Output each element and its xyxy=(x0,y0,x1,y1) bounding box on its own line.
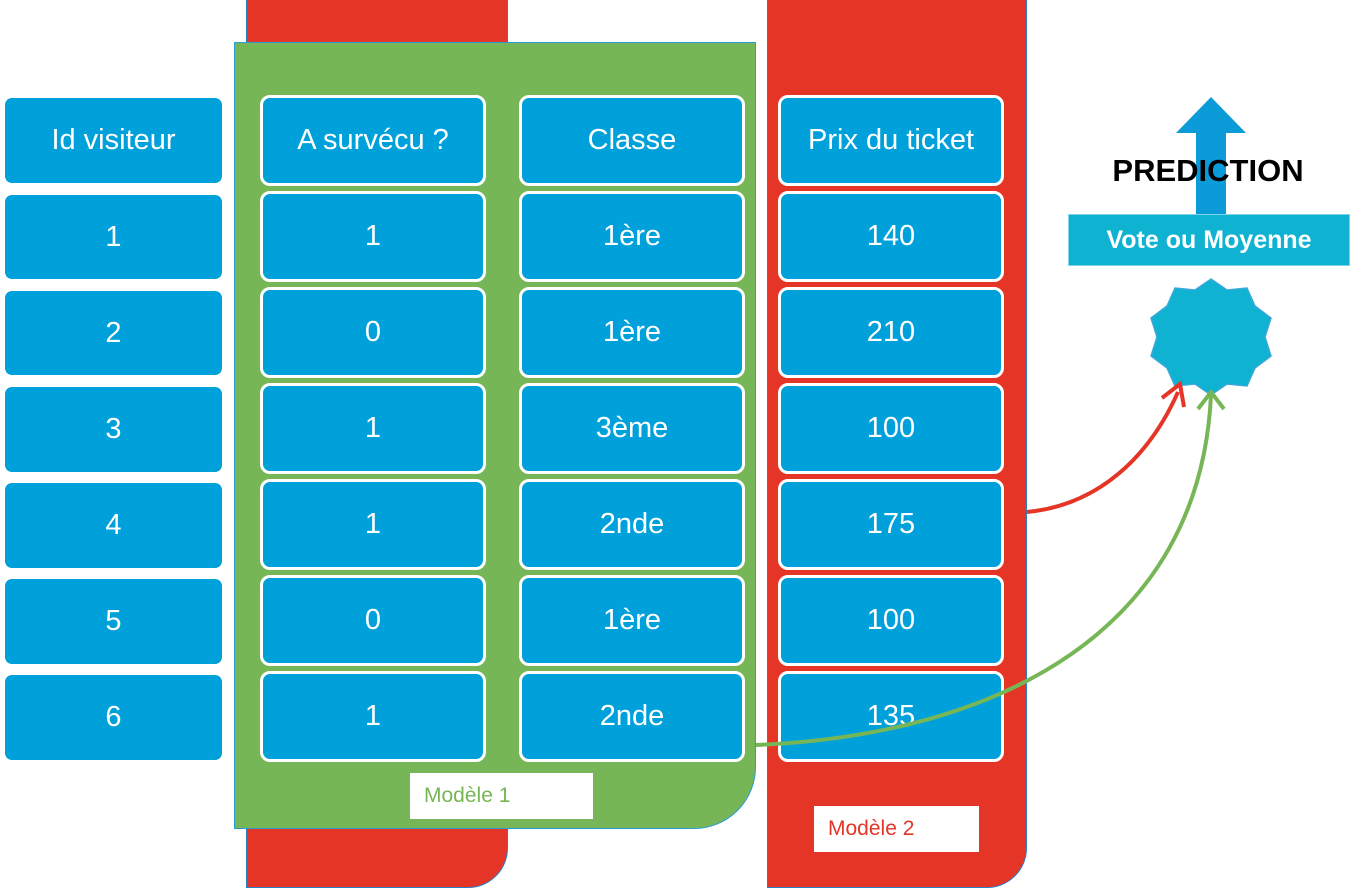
id-cell: 4 xyxy=(5,483,222,568)
model1-label: Modèle 1 xyxy=(410,773,593,819)
id-header: Id visiteur xyxy=(5,98,222,183)
price-cell: 140 xyxy=(778,191,1004,282)
price-header: Prix du ticket xyxy=(778,95,1004,186)
survived-cell: 1 xyxy=(260,383,486,474)
survived-cell: 0 xyxy=(260,575,486,666)
survived-cell: 1 xyxy=(260,479,486,570)
model2-label: Modèle 2 xyxy=(814,806,979,852)
class-cell: 3ème xyxy=(519,383,745,474)
id-cell: 6 xyxy=(5,675,222,760)
model2-arrow xyxy=(1026,391,1180,514)
price-cell: 100 xyxy=(778,575,1004,666)
model1-arrowhead xyxy=(1196,388,1226,411)
survived-cell: 1 xyxy=(260,671,486,762)
price-cell: 100 xyxy=(778,383,1004,474)
survived-cell: 1 xyxy=(260,191,486,282)
id-cell: 3 xyxy=(5,387,222,472)
id-cell: 5 xyxy=(5,579,222,664)
price-cell: 135 xyxy=(778,671,1004,762)
class-cell: 1ère xyxy=(519,287,745,378)
class-cell: 2nde xyxy=(519,671,745,762)
prediction-label: PREDICTION xyxy=(1112,153,1304,188)
class-header: Classe xyxy=(519,95,745,186)
class-cell: 1ère xyxy=(519,191,745,282)
price-cell: 175 xyxy=(778,479,1004,570)
id-cell: 1 xyxy=(5,195,222,279)
class-cell: 1ère xyxy=(519,575,745,666)
survived-header: A survécu ? xyxy=(260,95,486,186)
id-cell: 2 xyxy=(5,291,222,375)
model1-arrow xyxy=(755,394,1213,747)
price-cell: 210 xyxy=(778,287,1004,378)
up-arrow-icon xyxy=(1176,97,1246,215)
star-burst-icon xyxy=(1150,278,1272,396)
model2-arrowhead xyxy=(1160,380,1186,408)
class-cell: 2nde xyxy=(519,479,745,570)
survived-cell: 0 xyxy=(260,287,486,378)
vote-box: Vote ou Moyenne xyxy=(1068,214,1350,266)
